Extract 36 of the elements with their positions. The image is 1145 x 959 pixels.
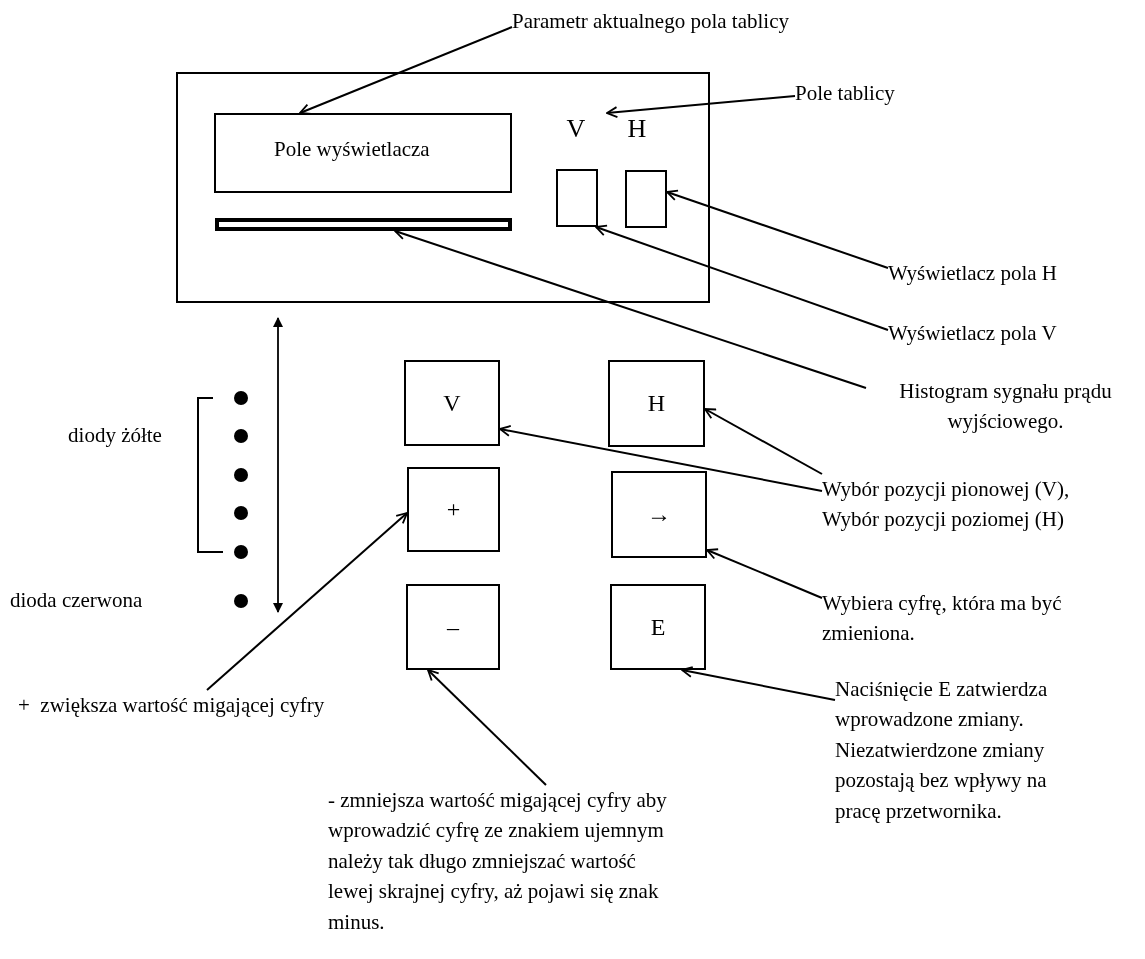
callout-text: Parametr aktualnego pola tablicy [512,6,842,37]
diode-label: dioda czerwona [10,587,144,614]
key-button: H [608,360,705,447]
callout-text: Wyświetlacz pola V [888,318,1108,349]
display-label: V [565,113,587,145]
callout-text: Histogram sygnału prądu wyjściowego. [866,376,1145,437]
display-label: H [626,113,648,145]
leader-arrow [706,548,823,599]
key-button: E [610,584,706,670]
leader-arrow [681,666,836,701]
leader-arrow [595,224,889,331]
leader-arrow [394,228,867,389]
display-frame [556,169,598,227]
key-button: → [611,471,707,558]
callout-text: Wybiera cyfrę, która ma być zmieniona. [822,588,1145,649]
display-field: Pole wyświetlacza [214,113,512,193]
callout-text: Wyświetlacz pola H [888,258,1108,289]
leader-arrow [666,189,889,269]
leader-arrow [299,26,513,115]
callout-text: - zmniejsza wartość migającej cyfry aby wprowadzić cyfrę ze znakiem ujemnym należy tak długo zmniejszać wartość lewej skrajnej cyfry, aż pojawi się znak minus. [328,785,683,938]
histogram-bar [215,218,512,231]
display-frame [176,72,710,303]
callout-text: Naciśnięcie E zatwierdza wprowadzone zmiany. Niezatwierdzone zmiany pozostają bez wpływy na pracę przetwornika. [835,674,1075,827]
leader-arrow [427,669,547,786]
leader-arrow [606,95,796,118]
leader-arrow [704,408,823,475]
callout-text: Wybór pozycji pionowej (V), Wybór pozycji poziomej (H) [822,474,1112,535]
key-button: + [407,467,500,552]
key-button: – [406,584,500,670]
leader-arrow [206,512,408,691]
callout-text: + zwiększa wartość migającej cyfry [18,690,378,721]
diode-label: diody żółte [67,422,163,449]
leader-arrow [499,425,823,492]
callout-text: Pole tablicy [795,78,915,109]
key-button: V [404,360,500,446]
display-frame [625,170,667,228]
